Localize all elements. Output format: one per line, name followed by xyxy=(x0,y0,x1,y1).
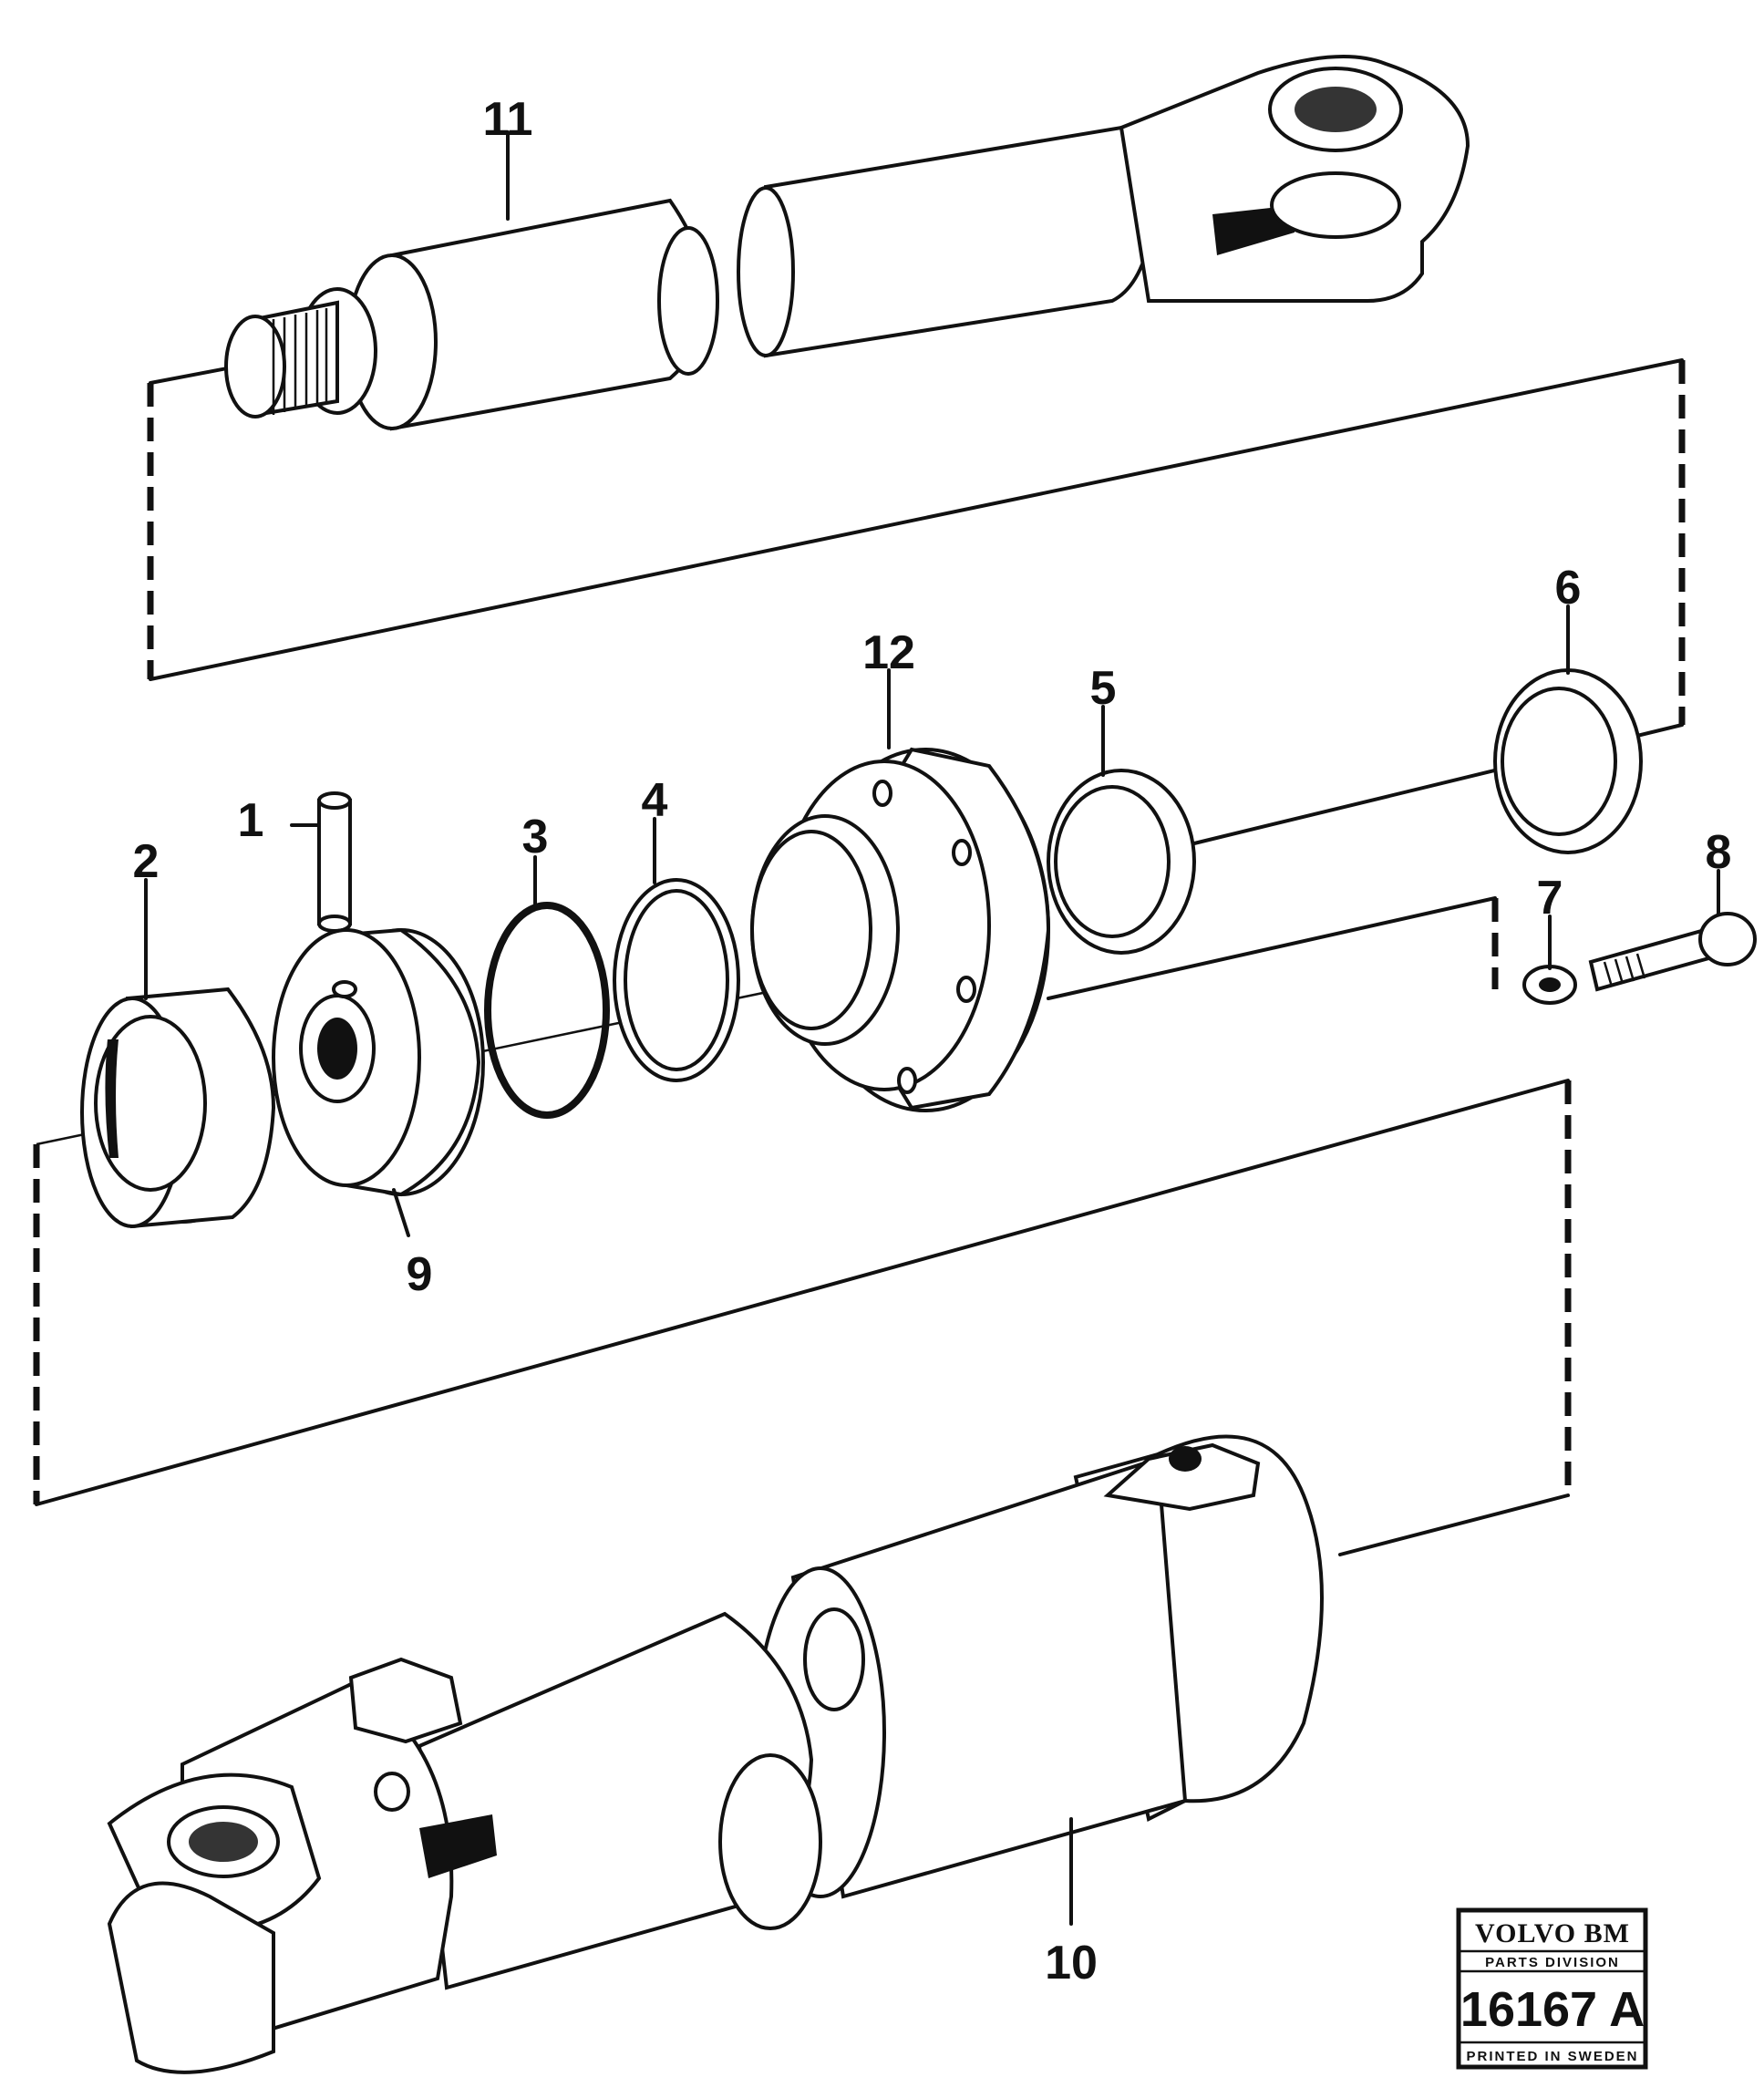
cylinder-head-part-12 xyxy=(750,747,1051,1112)
label-part-8: 8 xyxy=(1706,826,1732,879)
piston-rod-part-11 xyxy=(224,55,1470,431)
volvo-bm-parts-stamp: VOLVO BM PARTS DIVISION 16167 A PRINTED … xyxy=(1456,1907,1648,2070)
stamp-division: PARTS DIVISION xyxy=(1485,1955,1620,1970)
label-part-12: 12 xyxy=(862,626,915,679)
label-part-4: 4 xyxy=(642,774,668,827)
washer-part-7 xyxy=(1522,965,1577,1005)
stamp-number: 16167 A xyxy=(1460,1982,1645,2037)
label-part-11: 11 xyxy=(483,93,533,146)
screw-part-8 xyxy=(1588,912,1757,992)
label-part-3: 3 xyxy=(522,811,549,863)
stamp-footer: PRINTED IN SWEDEN xyxy=(1466,2049,1638,2064)
wiper-part-6 xyxy=(1493,668,1643,854)
label-part-9: 9 xyxy=(407,1248,433,1301)
label-part-6: 6 xyxy=(1555,562,1582,615)
label-part-7: 7 xyxy=(1537,872,1563,925)
label-part-2: 2 xyxy=(133,835,160,888)
pin-part-1 xyxy=(317,791,352,933)
seal-part-5 xyxy=(1047,769,1196,955)
piston-part-9 xyxy=(272,927,485,1197)
label-part-10: 10 xyxy=(1045,1937,1098,1989)
label-part-5: 5 xyxy=(1090,662,1117,715)
guide-ring-part-2 xyxy=(80,987,276,1229)
part-callouts: 11 12 5 6 1 3 4 2 7 8 9 10 xyxy=(133,93,1732,1989)
dashed-guide-lower xyxy=(33,898,1572,1556)
rod-thread xyxy=(272,308,328,415)
label-part-1: 1 xyxy=(238,794,264,847)
stamp-brand: VOLVO BM xyxy=(1475,1918,1630,1948)
o-ring-part-3 xyxy=(484,902,610,1119)
cylinder-barrel-part-10 xyxy=(107,1434,1324,2074)
backup-ring-part-4 xyxy=(613,878,740,1082)
leader-lines xyxy=(144,130,1720,1926)
